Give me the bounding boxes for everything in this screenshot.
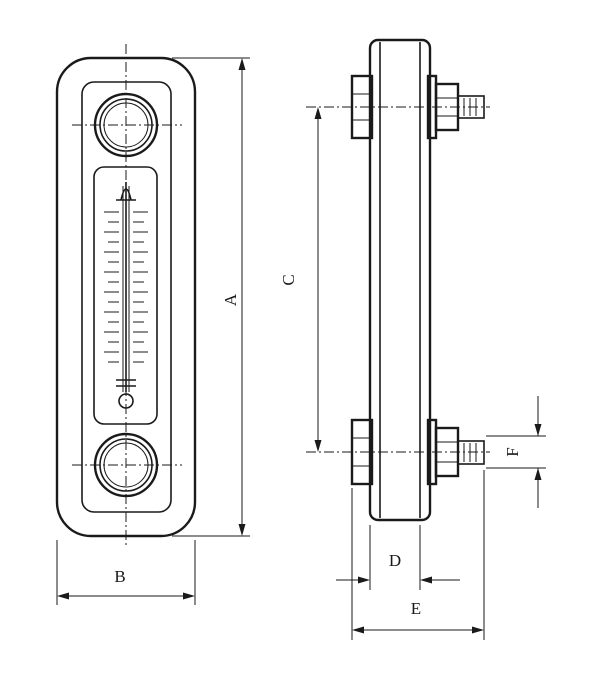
dimension-label-b: B [114, 567, 125, 586]
dimension-c: C [279, 107, 322, 452]
dimension-label-c: C [279, 274, 298, 285]
side-body [368, 38, 432, 522]
scale-ticks [104, 211, 148, 363]
dimension-f: F [486, 396, 546, 508]
front-view: A B [55, 44, 250, 605]
side-view: C F D E [279, 38, 546, 640]
dimension-label-d: D [389, 551, 401, 570]
dimension-d: D [336, 525, 460, 590]
dimension-label-a: A [221, 293, 240, 306]
dimension-label-e: E [411, 599, 421, 618]
dimension-a: A [172, 57, 250, 537]
dimension-label-f: F [503, 447, 522, 456]
dimension-e: E [351, 470, 485, 640]
dimension-b: B [56, 540, 196, 605]
